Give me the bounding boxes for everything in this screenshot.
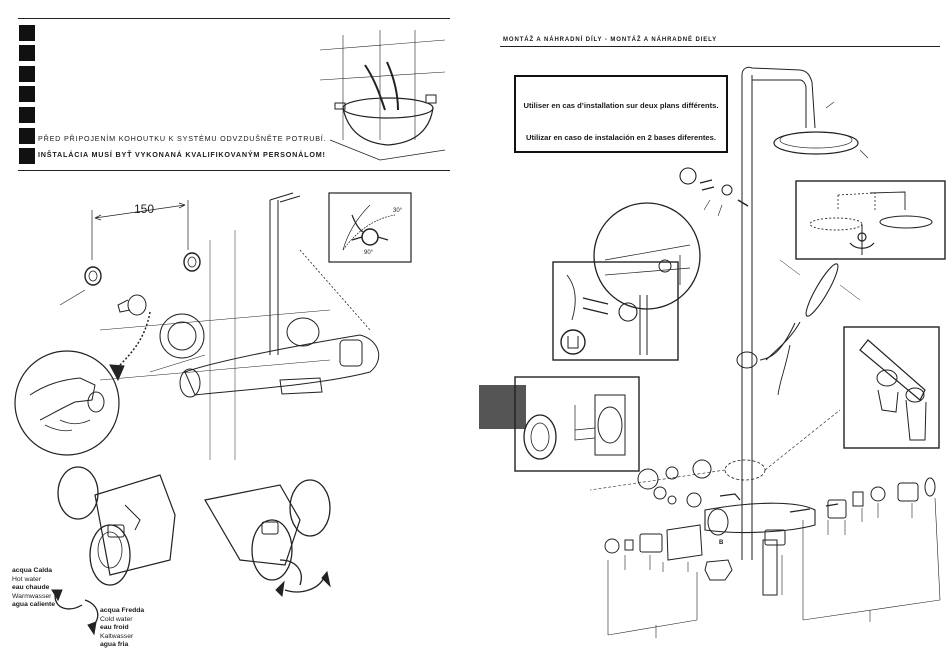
exploded-parts	[604, 459, 941, 638]
basin-illustration	[319, 30, 446, 161]
cold-water-fr: eau froid	[100, 624, 129, 632]
hot-water-it: acqua Calda	[12, 567, 53, 574]
shower-column-drawing	[589, 66, 869, 596]
right-top-rule	[500, 46, 940, 47]
angle-90-label: 90°	[364, 250, 374, 256]
install-note-line-1: Utiliser en cas d’installation sur deux …	[523, 101, 719, 110]
hot-water-es: agua caliente	[12, 601, 56, 609]
hot-water-fr: eau chaude	[12, 584, 50, 592]
note-flush-pipes: PŘED PŘIPOJENÍM KOHOUTKU K SYSTÉMU ODVZD…	[38, 134, 327, 143]
bullet-square-6	[19, 128, 35, 144]
mixer-installation-drawing	[14, 192, 380, 460]
dimension-150-label: 150	[134, 202, 155, 216]
part-label-b: B	[719, 540, 724, 546]
bullet-square-2	[19, 45, 35, 61]
bullet-square-3	[19, 66, 35, 82]
hot-water-en: Hot water	[12, 575, 42, 583]
hot-water-de: Warmwasser	[12, 592, 52, 600]
section-title: MONTÁŽ A NÁHRADNÍ DÍLY - MONTÁŽ A NÁHRAD…	[503, 37, 718, 43]
note-qualified-installer: INŠTALÁCIA MUSÍ BYŤ VYKONANÁ KVALIFIKOVA…	[38, 150, 326, 159]
bullet-square-4	[19, 86, 35, 102]
cold-water-es: agua fria	[100, 641, 129, 649]
bullet-square-5	[19, 107, 35, 123]
install-note-line-2: Utilizar en caso de instalación en 2 bas…	[526, 133, 716, 142]
angle-detail-box	[328, 192, 412, 263]
left-mid-rule	[18, 170, 450, 171]
detail-boxes	[514, 180, 946, 472]
left-top-rule	[18, 18, 450, 19]
install-note-box: Utiliser en cas d’installation sur deux …	[514, 75, 728, 153]
bullet-square-1	[19, 25, 35, 41]
cold-water-en: Cold water	[100, 615, 133, 623]
lever-drawings	[51, 466, 331, 636]
cold-water-label: acqua Fredda Cold water eau froid Kaltwa…	[100, 607, 144, 650]
bullet-square-7	[19, 148, 35, 164]
angle-30-label: 30°	[393, 208, 403, 214]
cold-water-de: Kaltwasser	[100, 632, 134, 640]
cold-water-it: acqua Fredda	[100, 607, 145, 614]
gray-tab-marker	[479, 385, 526, 429]
hot-water-label: acqua Calda Hot water eau chaude Warmwas…	[12, 567, 55, 610]
